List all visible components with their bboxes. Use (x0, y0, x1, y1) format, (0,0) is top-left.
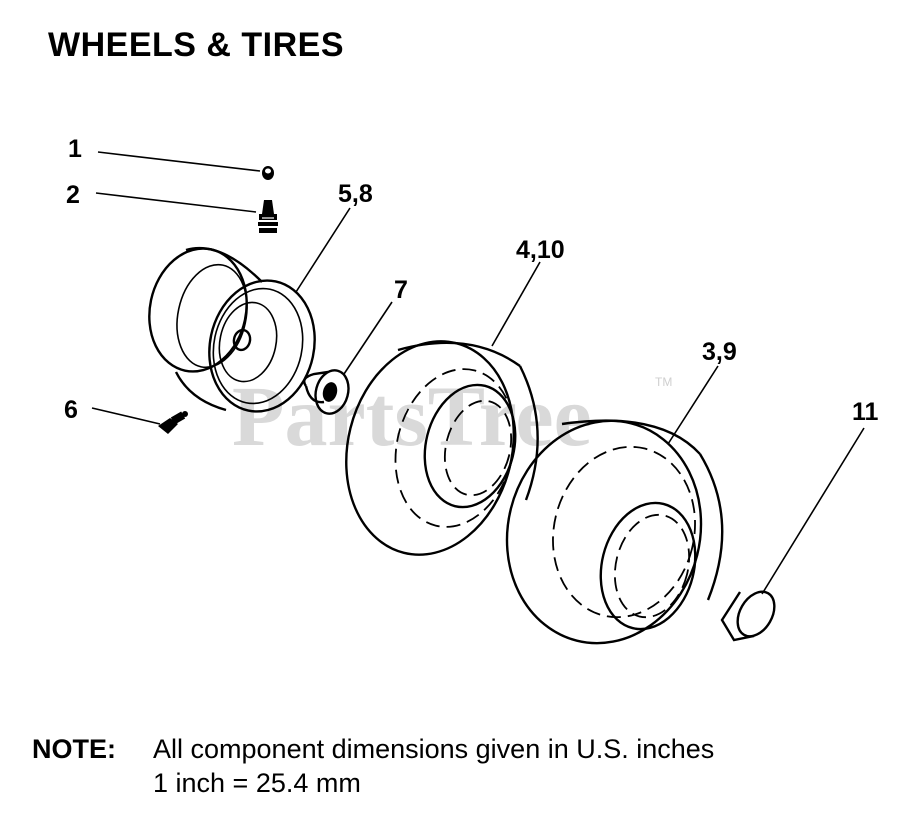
leader-line-1 (97, 151, 261, 172)
leader-line-6 (91, 407, 161, 425)
callout-3-9: 3,9 (702, 338, 737, 366)
part-valve-stem (258, 200, 278, 233)
leader-line-4-10 (491, 261, 541, 347)
watermark-trademark: TM (655, 375, 672, 389)
part-bushing (303, 369, 350, 415)
callout-1: 1 (68, 135, 82, 163)
part-wheel-rim (148, 246, 316, 413)
callout-2: 2 (66, 181, 80, 209)
leader-line-2 (95, 192, 257, 213)
watermark: PartsTree (232, 368, 592, 464)
diagram-title: WHEELS & TIRES (48, 26, 345, 64)
part-tire-large (505, 419, 724, 645)
part-hub-cap (720, 590, 776, 642)
part-valve-cap (262, 166, 274, 180)
callout-5-8: 5,8 (338, 180, 373, 208)
note-line-conversion: 1 inch = 25.4 mm (153, 768, 361, 798)
part-grease-fitting (158, 411, 188, 434)
note-label: NOTE: (32, 734, 116, 764)
leader-line-11 (761, 427, 865, 595)
part-tire-small (345, 340, 539, 556)
callout-6: 6 (64, 396, 78, 424)
callout-11: 11 (852, 398, 879, 426)
callout-4-10: 4,10 (516, 236, 565, 264)
leader-line-5-8 (295, 207, 351, 293)
note-line-units: All component dimensions given in U.S. i… (153, 734, 715, 764)
callout-7: 7 (394, 276, 408, 304)
leader-line-3-9 (667, 365, 719, 445)
leader-line-7 (343, 301, 393, 375)
